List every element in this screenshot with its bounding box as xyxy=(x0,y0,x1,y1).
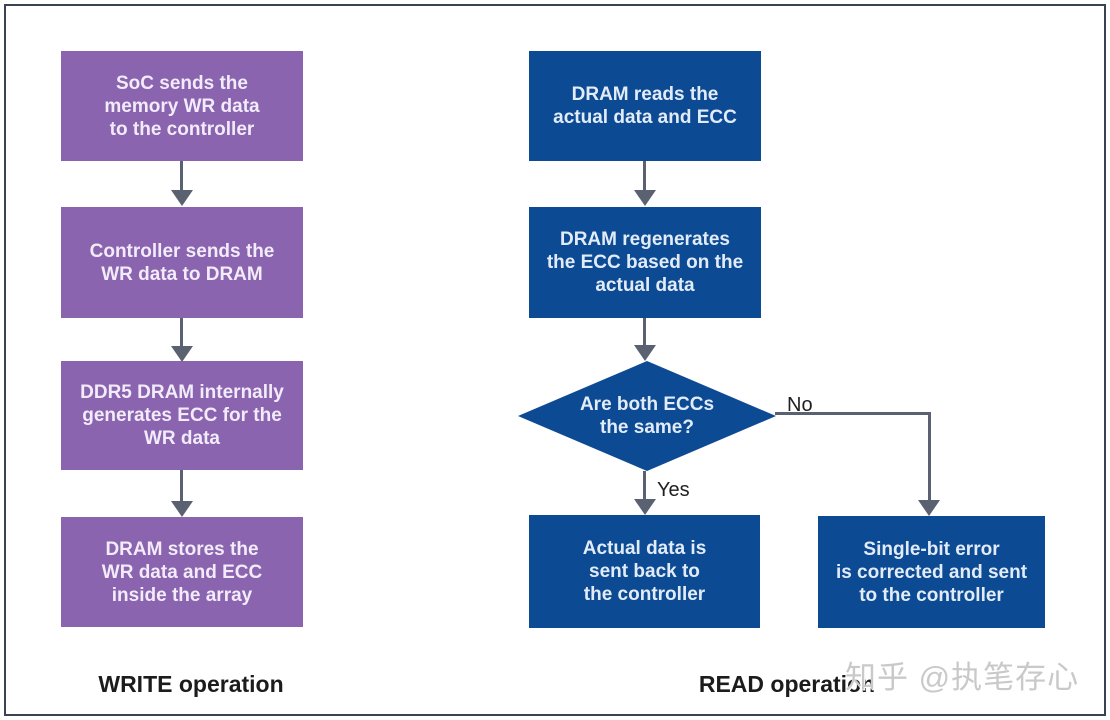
write-title: WRITE operation xyxy=(98,671,284,697)
arrow-read-1-head xyxy=(634,190,656,206)
arrow-no-vline xyxy=(928,412,931,501)
outcome-no-box: Single-bit error is corrected and sent t… xyxy=(818,516,1045,628)
yes-label: Yes xyxy=(657,479,690,501)
write-step-2: Controller sends the WR data to DRAM xyxy=(61,207,303,318)
arrow-write-3-head xyxy=(171,501,193,517)
arrow-yes-line xyxy=(643,471,646,500)
no-label: No xyxy=(787,394,813,416)
read-step-2: DRAM regenerates the ECC based on the ac… xyxy=(529,207,761,318)
arrow-write-2-head xyxy=(171,346,193,362)
arrow-read-2-line xyxy=(643,318,646,346)
arrow-read-1-line xyxy=(643,161,646,191)
arrow-no-hline xyxy=(775,412,931,415)
write-step-4: DRAM stores the WR data and ECC inside t… xyxy=(61,517,303,627)
read-title: READ operation xyxy=(698,671,876,697)
arrow-no-head xyxy=(918,500,940,516)
arrow-read-2-head xyxy=(634,345,656,361)
arrow-write-1-head xyxy=(171,190,193,206)
write-step-3: DDR5 DRAM internally generates ECC for t… xyxy=(61,361,303,470)
arrow-write-3-line xyxy=(180,470,183,502)
outcome-yes-box: Actual data is sent back to the controll… xyxy=(529,515,760,628)
write-step-1: SoC sends the memory WR data to the cont… xyxy=(61,51,303,161)
read-step-1: DRAM reads the actual data and ECC xyxy=(529,51,761,161)
arrow-write-1-line xyxy=(180,161,183,191)
arrow-yes-head xyxy=(634,499,656,515)
arrow-write-2-line xyxy=(180,318,183,347)
decision-diamond: Are both ECCs the same? xyxy=(518,361,776,471)
watermark: 知乎 @执笔存心 xyxy=(845,660,1080,695)
